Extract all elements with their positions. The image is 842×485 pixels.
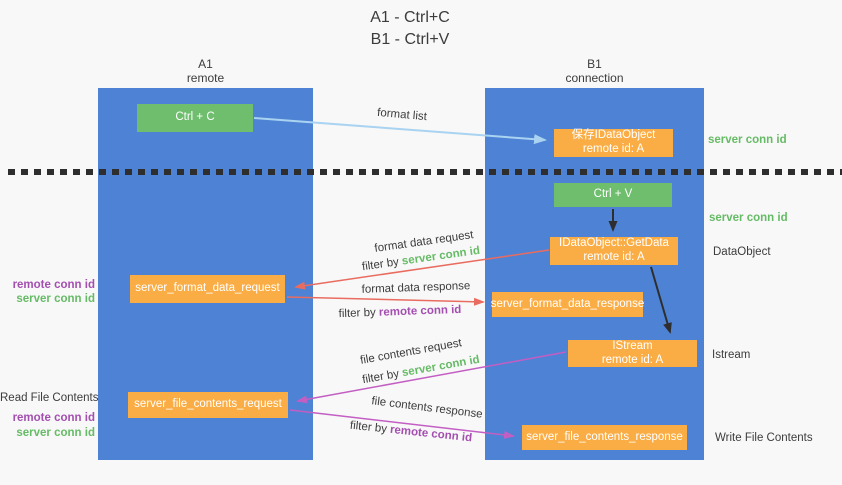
side-label-server-conn-id-lower: server conn id (16, 426, 95, 439)
side-label-remote-conn-id-lower: remote conn id (12, 412, 95, 425)
node-server-file-contents-request: server_file_contents_request (128, 392, 288, 418)
column-a-name: remote (186, 71, 225, 86)
node-server-file-contents-request-label: server_file_contents_request (134, 398, 282, 411)
dotted-divider (8, 169, 842, 175)
title-line-1: A1 - Ctrl+C (370, 9, 450, 26)
column-b-name: connection (565, 71, 624, 86)
label-format-data-response: format data response (361, 280, 471, 296)
filter-prefix-3: filter by (361, 367, 404, 387)
label-file-contents-response: file contents response (370, 395, 484, 421)
column-a-header: A1 remote (98, 57, 313, 86)
node-ctrl-c-label: Ctrl + C (175, 111, 215, 124)
node-save-idataobject-line2: remote id: A (582, 143, 645, 155)
side-label-read-file-block: Read File Contents remote conn id server… (0, 391, 99, 440)
column-a-id: A1 (198, 57, 213, 71)
node-save-idataobject-line1: 保存IDataObject (571, 129, 656, 142)
node-server-format-data-response-label: server_format_data_response (490, 297, 645, 310)
side-label-server-conn-id-top: server conn id (708, 134, 787, 146)
node-istream-line2: remote id: A (601, 353, 664, 366)
diagram-title: A1 - Ctrl+C B1 - Ctrl+V (0, 7, 820, 50)
side-label-dataobject: DataObject (713, 246, 771, 258)
node-save-idataobject: 保存IDataObject remote id: A (554, 129, 673, 157)
label-filter-remote-2: filter by remote conn id (349, 420, 472, 445)
node-server-format-data-response: server_format_data_response (490, 292, 645, 317)
filter-id-remote-1: remote conn id (378, 303, 462, 319)
side-label-conn-ids-upper: remote conn id server conn id (0, 278, 95, 307)
column-b-id: B1 (587, 57, 602, 71)
node-istream: IStream remote id: A (568, 340, 697, 367)
filter-prefix-1: filter by (361, 255, 403, 274)
filter-prefix-4: filter by (349, 419, 391, 436)
label-filter-remote-1: filter by remote conn id (338, 304, 461, 320)
side-label-remote-conn-id-upper: remote conn id (12, 279, 95, 291)
node-server-format-data-request: server_format_data_request (130, 275, 285, 303)
side-label-read-file-contents: Read File Contents (0, 392, 99, 404)
node-ctrl-v: Ctrl + V (554, 183, 672, 207)
node-idataobject-getdata: IDataObject::GetData remote id: A (550, 237, 678, 265)
title-line-2: B1 - Ctrl+V (370, 30, 450, 48)
side-label-write-file-contents: Write File Contents (715, 432, 813, 444)
label-format-list: format list (376, 106, 428, 124)
arrow-format-data-response (286, 296, 485, 306)
node-server-file-contents-response: server_file_contents_response (522, 425, 687, 450)
node-ctrl-c: Ctrl + C (137, 104, 253, 132)
filter-id-remote-2: remote conn id (389, 423, 473, 445)
node-server-file-contents-response-label: server_file_contents_response (526, 430, 683, 443)
node-server-format-data-request-label: server_format_data_request (135, 282, 280, 295)
side-label-server-conn-id-upper: server conn id (16, 293, 95, 306)
node-ctrl-v-label: Ctrl + V (593, 188, 633, 201)
side-label-server-conn-id-mid: server conn id (709, 212, 788, 224)
side-label-istream: Istream (712, 349, 751, 361)
filter-prefix-2: filter by (338, 306, 380, 321)
column-b-header: B1 connection (485, 57, 704, 86)
node-idataobject-getdata-line2: remote id: A (583, 251, 645, 263)
node-istream-line1: IStream (612, 339, 653, 352)
node-idataobject-getdata-line1: IDataObject::GetData (559, 237, 669, 250)
